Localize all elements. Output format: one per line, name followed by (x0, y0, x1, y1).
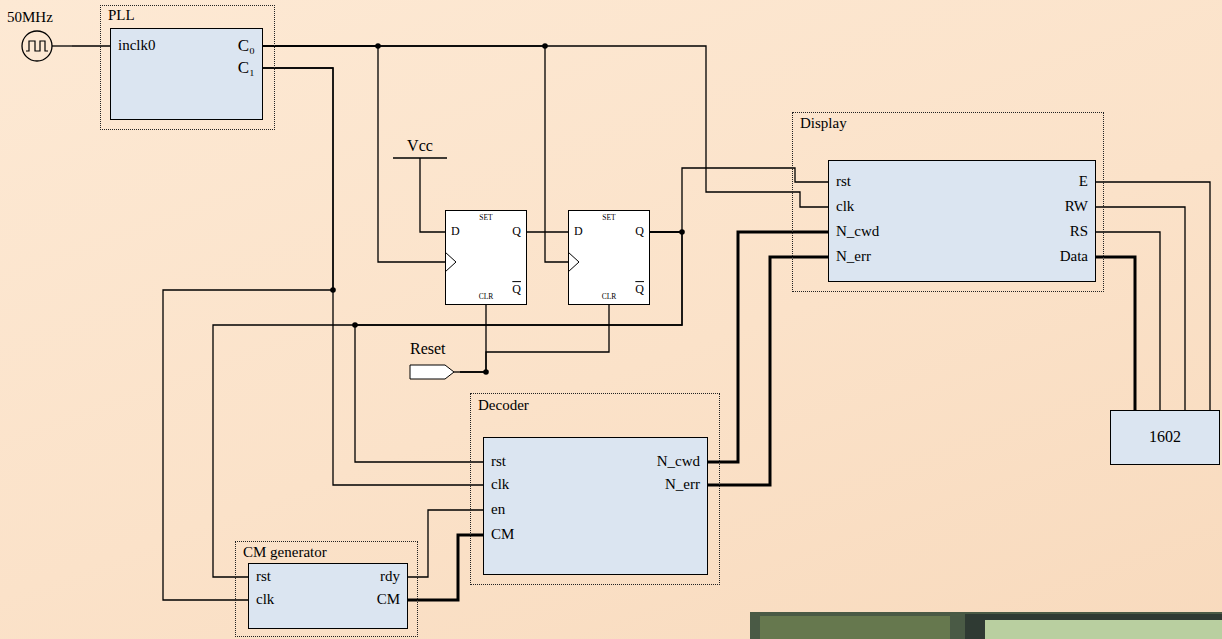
port-label: SET (479, 214, 492, 223)
port-label: en (491, 501, 505, 518)
clock-source: 50MHz (5, 6, 72, 66)
module-frame: Display rst clkN_cwdN_err E RW RS Data (792, 112, 1104, 292)
module-frame: PLL inclk0 C₀C₁ (100, 5, 275, 130)
port-label: D (574, 225, 583, 239)
bus-line (408, 535, 483, 600)
port-label: C₁ (238, 58, 255, 78)
bus-line (708, 257, 828, 485)
wire-stub (454, 371, 460, 372)
signal-wire (163, 68, 333, 600)
display-block: rst clkN_cwdN_err E RW RS Data (828, 160, 1096, 282)
signal-wire (527, 231, 568, 232)
signal-wire (460, 305, 486, 372)
port-label: rst (256, 568, 271, 585)
port-label: SET (602, 214, 615, 223)
port-label: Q (512, 225, 521, 239)
port-label: inclk0 (118, 37, 156, 54)
port-label: N_cwd (836, 223, 879, 240)
port-label: Q (512, 283, 521, 297)
port-label: N_cwd (657, 453, 700, 470)
module-name: CM generator (243, 544, 327, 561)
module-frame: Decoder rst clk enCM N_cwdN_err (470, 393, 720, 585)
port-label: rst (491, 453, 506, 470)
port-label: CLR (479, 293, 494, 302)
module-name: Display (800, 115, 847, 132)
port-label: clk (491, 476, 509, 493)
signal-wire (263, 46, 445, 262)
board-photo (750, 612, 1222, 639)
port-label: rdy (380, 568, 400, 585)
bus-line (1096, 257, 1135, 410)
clock-triangle (568, 252, 579, 272)
signal-wire (263, 46, 828, 207)
clock-triangle (445, 252, 456, 272)
port-label: clk (836, 198, 854, 215)
pll-block: inclk0 C₀C₁ (110, 28, 263, 120)
port-symbol (410, 365, 454, 379)
port-label: D (451, 225, 460, 239)
vcc-wire (420, 158, 445, 232)
board-photo (965, 614, 1222, 639)
signal-wire (1096, 182, 1210, 410)
signal-wire (408, 510, 483, 577)
signal-wire (1096, 207, 1185, 410)
signal-wire (1096, 232, 1160, 410)
wire-stub (52, 45, 72, 46)
port-label: N_err (665, 476, 700, 493)
signal-wire (72, 45, 110, 46)
port-label: 1602 (1149, 428, 1181, 446)
port-label: Reset (410, 340, 446, 358)
port-label: Q (635, 283, 644, 297)
port-label: CLR (602, 293, 617, 302)
port-label: Q (635, 225, 644, 239)
port-label: RS (1070, 223, 1088, 240)
signal-wire (650, 168, 828, 232)
port-label: N_err (836, 248, 871, 265)
bus-line (708, 232, 828, 462)
port-label: CM (377, 591, 400, 608)
port-label: CM (491, 526, 514, 543)
oscillator-circle (22, 31, 52, 61)
module-frame: CM generator rst clk rdyCM (235, 541, 418, 637)
port-label: C₀ (238, 36, 255, 56)
module-name: Decoder (478, 397, 529, 414)
port-label: RW (1065, 198, 1088, 215)
port-label: 50MHz (7, 9, 53, 26)
port-label: E (1079, 173, 1088, 190)
lcd-module: 1602 (1110, 410, 1220, 465)
decoder-block: rst clk enCM N_cwdN_err (483, 437, 708, 575)
signal-wire (460, 305, 609, 372)
port-label: clk (256, 591, 274, 608)
square-wave (26, 41, 48, 51)
generator-block: rst clk rdyCM (248, 563, 408, 629)
d-flip-flop: D SET Q CLR Q (445, 210, 527, 305)
port-label: Data (1060, 248, 1088, 265)
board-photo (760, 616, 950, 639)
module-name: PLL (108, 7, 135, 24)
port-label: rst (836, 173, 851, 190)
d-flip-flop: D SET Q CLR Q (568, 210, 650, 305)
lcd-photo (985, 620, 1222, 639)
input-port: Reset (405, 338, 460, 382)
supply-label: Vcc (407, 137, 433, 155)
